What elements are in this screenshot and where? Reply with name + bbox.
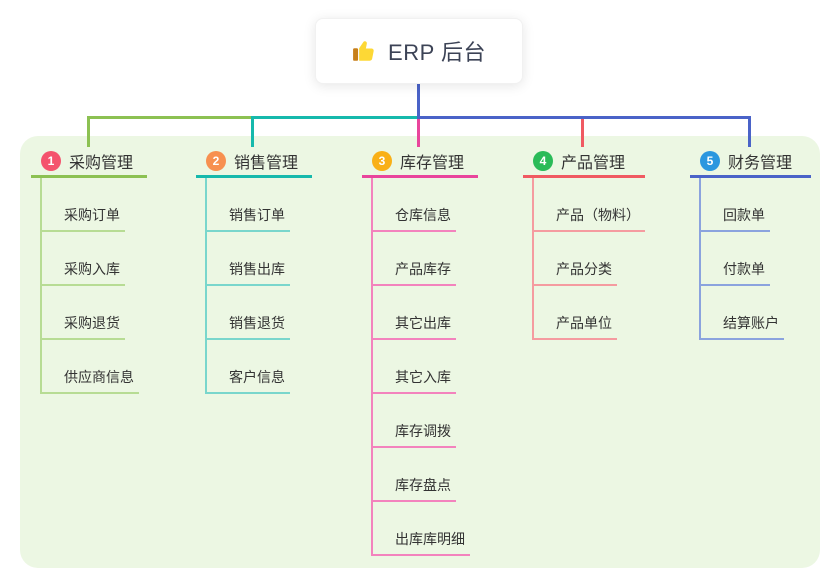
branch-inventory: 3 库存管理 仓库信息 产品库存 其它出库 其它入库 库存调拨 库存盘点 出库库…: [362, 146, 478, 556]
child-node[interactable]: 结算账户: [701, 286, 784, 340]
branch-label: 库存管理: [400, 154, 465, 172]
branch-children: 产品（物料） 产品分类 产品单位: [532, 178, 645, 340]
branch-label: 销售管理: [234, 154, 299, 172]
branch-header-inventory[interactable]: 3 库存管理: [362, 146, 478, 178]
thumbs-up-icon: [353, 41, 374, 61]
child-node[interactable]: 产品（物料）: [534, 178, 645, 232]
branch-children: 仓库信息 产品库存 其它出库 其它入库 库存调拨 库存盘点 出库库明细: [371, 178, 470, 556]
drop-connector-5: [748, 119, 751, 147]
child-node[interactable]: 库存调拨: [373, 394, 456, 448]
child-node[interactable]: 销售出库: [207, 232, 290, 286]
branch-product: 4 产品管理 产品（物料） 产品分类 产品单位: [523, 146, 645, 340]
branch-children: 采购订单 采购入库 采购退货 供应商信息: [40, 178, 139, 394]
root-node[interactable]: ERP 后台: [315, 18, 523, 84]
badge-4: 4: [533, 150, 553, 171]
child-node[interactable]: 库存盘点: [373, 448, 456, 502]
child-node[interactable]: 供应商信息: [42, 340, 139, 394]
bus-segment-green: [87, 116, 255, 119]
child-node[interactable]: 客户信息: [207, 340, 290, 394]
badge-2: 2: [206, 150, 226, 171]
child-node[interactable]: 产品库存: [373, 232, 456, 286]
branch-children: 销售订单 销售出库 销售退货 客户信息: [205, 178, 290, 394]
child-node[interactable]: 销售订单: [207, 178, 290, 232]
child-node[interactable]: 产品单位: [534, 286, 617, 340]
child-node[interactable]: 其它入库: [373, 340, 456, 394]
bus-segment-blue: [417, 116, 751, 119]
drop-connector-2: [251, 119, 254, 147]
root-node-label: ERP 后台: [388, 40, 486, 65]
badge-1: 1: [41, 150, 61, 171]
child-node[interactable]: 回款单: [701, 178, 770, 232]
child-node[interactable]: 出库库明细: [373, 502, 470, 556]
drop-connector-1: [87, 119, 90, 147]
branch-header-sales[interactable]: 2 销售管理: [196, 146, 312, 178]
drop-connector-4: [581, 119, 584, 147]
branch-purchase: 1 采购管理 采购订单 采购入库 采购退货 供应商信息: [31, 146, 147, 394]
branch-label: 财务管理: [728, 154, 793, 172]
child-node[interactable]: 产品分类: [534, 232, 617, 286]
child-node[interactable]: 采购入库: [42, 232, 125, 286]
bus-segment-teal: [251, 116, 419, 119]
root-stem-connector: [417, 84, 420, 119]
branch-finance: 5 财务管理 回款单 付款单 结算账户: [690, 146, 811, 340]
branch-header-finance[interactable]: 5 财务管理: [690, 146, 811, 178]
badge-5: 5: [700, 150, 720, 171]
branch-label: 采购管理: [69, 154, 134, 172]
drop-connector-3: [417, 119, 420, 147]
branch-header-product[interactable]: 4 产品管理: [523, 146, 645, 178]
branches-panel: [20, 136, 820, 568]
branch-sales: 2 销售管理 销售订单 销售出库 销售退货 客户信息: [196, 146, 312, 394]
child-node[interactable]: 销售退货: [207, 286, 290, 340]
badge-3: 3: [372, 150, 392, 171]
child-node[interactable]: 采购订单: [42, 178, 125, 232]
child-node[interactable]: 付款单: [701, 232, 770, 286]
branch-children: 回款单 付款单 结算账户: [699, 178, 784, 340]
branch-header-purchase[interactable]: 1 采购管理: [31, 146, 147, 178]
child-node[interactable]: 采购退货: [42, 286, 125, 340]
branch-label: 产品管理: [561, 154, 626, 172]
child-node[interactable]: 其它出库: [373, 286, 456, 340]
child-node[interactable]: 仓库信息: [373, 178, 456, 232]
